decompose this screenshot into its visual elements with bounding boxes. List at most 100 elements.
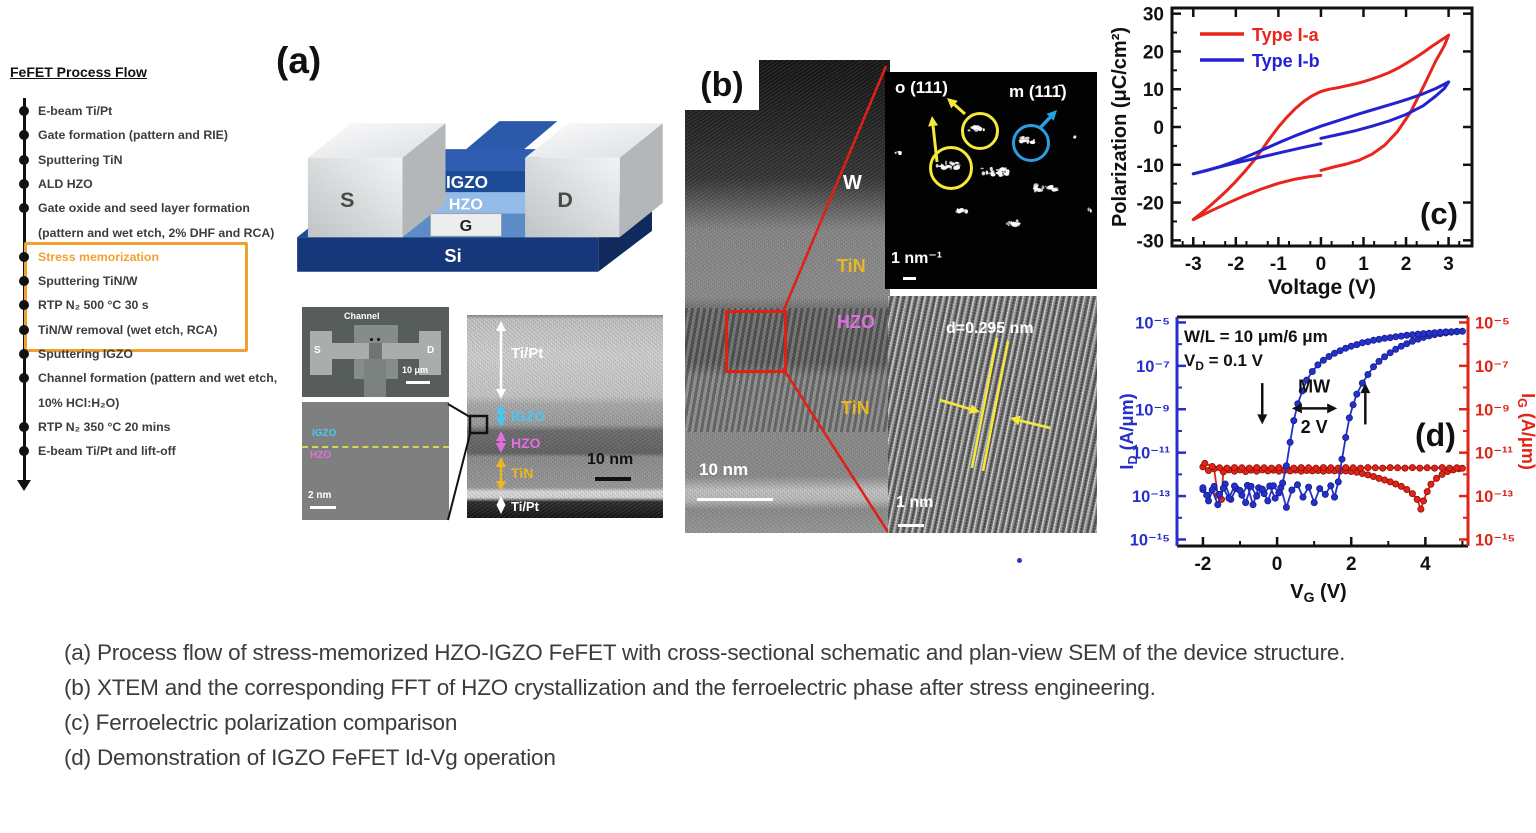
tipt-bottom-arrow-head [496, 505, 506, 514]
source-side-face [402, 123, 446, 238]
tin-arrow-head [496, 457, 506, 467]
chart-d-marker-IG [1423, 488, 1431, 496]
chart-c-y-ticklabel: -30 [1137, 231, 1164, 252]
chart-c-x-ticklabel: 1 [1358, 254, 1369, 275]
xtem-a-scale-label: 10 nm [587, 451, 634, 468]
fft-blue-arrow-head [1046, 110, 1057, 121]
chart-d-marker-ID [1342, 433, 1350, 441]
flow-step-12: RTP N₂ 350 °C 20 mins [38, 419, 171, 434]
chart-d-x-ticklabel: 0 [1272, 554, 1283, 575]
chart-d-xlabel: VG (V) [1290, 581, 1346, 605]
chart-d-marker-IG [1431, 464, 1439, 472]
fft-spot [990, 172, 996, 177]
caption-line-b: (b) XTEM and the corresponding FFT of HZ… [64, 675, 1156, 700]
tin-bottom-label: TiN [841, 398, 870, 418]
source-top-face [307, 123, 446, 158]
fft-scale-label: 1 nm⁻¹ [891, 250, 943, 267]
chart-d-device-label: W/L = 10 μm/6 μm [1184, 327, 1328, 346]
sem-bottom-bar [364, 357, 386, 397]
flow-step-bullet [19, 373, 29, 384]
gate-contact [430, 213, 502, 237]
chart-c-x-ticklabel: 0 [1316, 254, 1327, 275]
caption-line-a: (a) Process flow of stress-memorized HZO… [64, 640, 1346, 665]
chart-c-x-ticklabel: -1 [1270, 254, 1287, 275]
flow-step-6: Stress memorization [38, 249, 159, 264]
chart-d-marker-ID [1369, 336, 1377, 344]
fft-spot [1047, 185, 1053, 189]
flow-step-10: Sputtering IGZO [38, 347, 133, 361]
tipt-top-arrow-head [496, 321, 506, 331]
chart-d-yr-label: IG (A/μm) [1515, 393, 1536, 470]
chart-d-yl-ticklabel: 10⁻⁹ [1135, 401, 1170, 419]
chart-d-marker-ID [1349, 401, 1357, 409]
drain-label: D [557, 188, 573, 212]
flow-step-bullet [19, 421, 29, 432]
chart-d-marker-IG [1201, 459, 1209, 467]
chart-d-marker-ID [1369, 363, 1377, 371]
w-label: W [843, 172, 862, 194]
sem-s-label: S [314, 345, 321, 356]
fft-spot [989, 166, 993, 172]
fft-spot [1051, 188, 1054, 191]
d-spacing-line-2 [981, 340, 1010, 472]
chart-d-marker-IG [1453, 464, 1461, 472]
drain-side-face [619, 123, 663, 238]
sem-dot-2 [377, 338, 380, 341]
sem-scale-bar [406, 381, 430, 384]
caption-line-c: (c) Ferroelectric polarization compariso… [64, 710, 458, 735]
chart-d-marker-ID [1288, 486, 1296, 494]
flow-step-bullet [19, 154, 29, 165]
lattice-arrow-left-head [968, 404, 980, 414]
chart-d-marker-ID [1199, 484, 1207, 492]
fft-spot [995, 168, 1001, 172]
flow-step-5: Gate oxide and seed layer formation [38, 201, 250, 216]
si-label: Si [444, 245, 461, 266]
chart-d-yr-ticklabel: 10⁻⁵ [1475, 314, 1510, 332]
chart-d-yl-ticklabel: 10⁻¹¹ [1132, 445, 1170, 463]
chart-d-marker-ID [1282, 462, 1290, 470]
chart-d-marker-ID [1386, 334, 1394, 342]
chart-d-marker-ID [1319, 356, 1327, 364]
line [447, 403, 471, 418]
sem-scale-label: 10 μm [402, 365, 429, 375]
chart-d-x-ticklabel: -2 [1194, 554, 1211, 575]
chart-d-marker-IG [1312, 464, 1320, 472]
fft-spot [1087, 207, 1090, 212]
lattice-arrow-right-line [1019, 419, 1051, 430]
chart-c-x-ticklabel: -3 [1185, 254, 1202, 275]
d-spacing-label: d=0.295 nm [946, 320, 1034, 337]
chart-d-yl-ticklabel: 10⁻¹³ [1132, 488, 1171, 506]
xtem-main: W TiN HZO TiN 10 nm [685, 60, 890, 533]
xtem-b-scale-bar [697, 498, 773, 501]
process-flow-arrow-icon [17, 480, 31, 491]
flow-step-2: Gate formation (pattern and RIE) [38, 128, 228, 143]
chart-d-marker-ID [1381, 353, 1389, 361]
chart-d-marker-IG [1419, 497, 1427, 505]
fft-yellow-arrow-1-line [931, 125, 939, 163]
source-front-face [307, 157, 403, 238]
xtem-tipt-bottom-label: Ti/Pt [511, 499, 539, 514]
source-label: S [340, 188, 354, 212]
chart-d-yl-ticklabel: 10⁻⁵ [1135, 314, 1170, 332]
chart-d-marker-IG [1245, 464, 1253, 472]
chart-c-y-ticklabel: -10 [1137, 156, 1164, 177]
chart-d-marker-ID [1334, 478, 1342, 486]
chart-d-marker-ID [1290, 417, 1298, 425]
xtem-a-annotations [496, 321, 506, 514]
chart-d-marker-IG [1231, 464, 1239, 472]
plan-view-sem: Channel S D 10 μm [302, 307, 449, 397]
fft-spot [1073, 136, 1075, 139]
hzo-arrow-head [496, 431, 506, 441]
fft-inset: o (111) m (111̄) 1 nm⁻¹ [885, 72, 1097, 289]
panel-c-label: (c) [1420, 196, 1458, 231]
fft-spot [1001, 168, 1007, 171]
chart-d-yr-ticklabel: 10⁻⁹ [1475, 401, 1510, 419]
chart-d-marker-IG [1432, 474, 1440, 482]
fft-spot [980, 167, 984, 170]
sem-source-pad [310, 331, 332, 375]
chart-d-marker-ID [1310, 499, 1318, 507]
label-unit: = 0.1 V [1204, 351, 1264, 370]
fft-spot [1041, 185, 1045, 189]
chart-d-marker-ID [1258, 485, 1266, 493]
